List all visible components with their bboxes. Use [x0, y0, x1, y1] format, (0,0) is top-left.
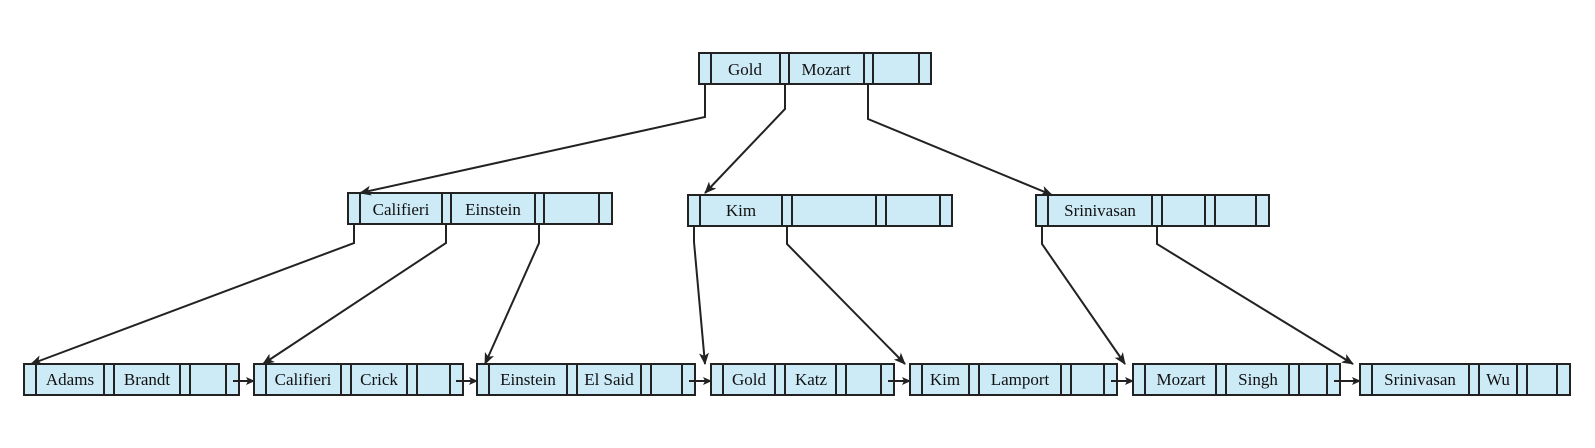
internal-node-2: Kim: [687, 194, 953, 227]
leaf-node-2: Califieri Crick: [253, 363, 464, 396]
pointer-root-to-internal-3: [867, 84, 1053, 196]
leaf-node-3: Einstein El Said: [476, 363, 696, 396]
leaf-5-key-1: Kim: [930, 370, 960, 389]
leaf-node-7: Srinivasan Wu: [1359, 363, 1571, 396]
leaf-node-4: Gold Katz: [710, 363, 895, 396]
leaf-3-key-2: El Said: [584, 370, 634, 389]
internal-1-key-1: Califieri: [373, 200, 430, 219]
pointer-internal-1-to-leaf-3: [484, 224, 540, 365]
leaf-4-key-1: Gold: [732, 370, 767, 389]
pointer-root-to-internal-2: [704, 84, 786, 194]
pointer-internal-2-to-leaf-4: [693, 226, 709, 365]
leaf-6-key-1: Mozart: [1156, 370, 1205, 389]
leaf-1-key-1: Adams: [46, 370, 94, 389]
pointer-internal-1-to-leaf-2: [262, 224, 447, 365]
pointer-internal-3-to-leaf-7: [1156, 226, 1354, 365]
internal-2-key-1: Kim: [726, 201, 756, 220]
root-key-1: Gold: [728, 60, 763, 79]
leaf-node-6: Mozart Singh: [1132, 363, 1341, 396]
leaf-3-key-1: Einstein: [500, 370, 556, 389]
internal-node-3: Srinivasan: [1035, 194, 1270, 227]
leaf-6-key-2: Singh: [1238, 370, 1278, 389]
leaf-4-key-2: Katz: [795, 370, 828, 389]
leaf-7-key-1: Srinivasan: [1384, 370, 1456, 389]
root-key-2: Mozart: [801, 60, 850, 79]
pointer-internal-2-to-leaf-5: [786, 226, 906, 365]
pointer-internal-1-to-leaf-1: [30, 224, 355, 365]
leaf-1-key-2: Brandt: [124, 370, 171, 389]
leaf-2-key-2: Crick: [360, 370, 398, 389]
internal-1-key-2: Einstein: [465, 200, 521, 219]
leaf-node-5: Kim Lamport: [909, 363, 1118, 396]
pointer-root-to-internal-1: [359, 84, 706, 196]
internal-node-1: Califieri Einstein: [347, 192, 613, 225]
internal-3-key-1: Srinivasan: [1064, 201, 1136, 220]
leaf-node-1: Adams Brandt: [23, 363, 240, 396]
leaf-7-key-2: Wu: [1486, 370, 1510, 389]
leaf-5-key-2: Lamport: [991, 370, 1050, 389]
pointer-internal-3-to-leaf-6: [1041, 226, 1126, 365]
root-node: Gold Mozart: [698, 52, 932, 85]
leaf-2-key-1: Califieri: [275, 370, 332, 389]
